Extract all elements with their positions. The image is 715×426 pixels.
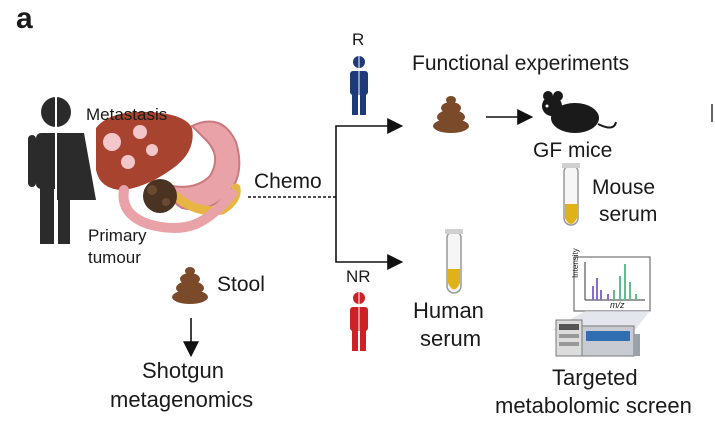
arrow-to-non-responder: [335, 197, 404, 270]
stool-label: Stool: [217, 273, 265, 296]
spectrum-y-axis-label: Intensity: [571, 248, 580, 278]
mass-spectrum-chart: [552, 256, 651, 330]
shotgun-label-line1: Shotgun: [142, 358, 224, 383]
targeted-metabolomic-label-line2: metabolomic screen: [495, 393, 692, 418]
human-serum-tube-icon: [445, 229, 463, 294]
panel-label: a: [16, 2, 33, 35]
non-responder-label: NR: [346, 267, 371, 286]
responder-label: R: [352, 30, 365, 49]
liver-illustration: [96, 111, 193, 190]
mouse-icon: [542, 91, 617, 133]
lcms-instrument-icon: [555, 319, 640, 357]
arrow-to-responder: [335, 118, 404, 197]
shotgun-label-line2: metagenomics: [110, 387, 254, 412]
responder-icon: [350, 55, 368, 115]
mouse-serum-tube-icon: [562, 163, 580, 226]
primary-tumour-label-line1: Primary: [88, 226, 147, 245]
patient-icon: [28, 97, 96, 244]
non-responder-icon: [350, 291, 368, 351]
chemo-label: Chemo: [254, 170, 322, 193]
human-serum-label-line1: Human: [413, 298, 484, 323]
gf-mice-label: GF mice: [533, 139, 613, 162]
stool-icon: [172, 267, 208, 304]
metastasis-label: Metastasis: [86, 105, 168, 124]
stool-transfer-icon: [433, 96, 469, 133]
primary-tumour-label-line2: tumour: [88, 248, 141, 267]
spectrum-x-axis-label: m/z: [610, 300, 625, 310]
gut-illustration: [118, 120, 241, 233]
functional-experiments-label: Functional experiments: [412, 52, 630, 75]
human-serum-label-line2: serum: [420, 326, 482, 351]
mouse-serum-label-line1: Mouse: [592, 176, 656, 199]
targeted-metabolomic-label-line1: Targeted: [552, 365, 638, 390]
mouse-serum-label-line2: serum: [599, 203, 658, 226]
